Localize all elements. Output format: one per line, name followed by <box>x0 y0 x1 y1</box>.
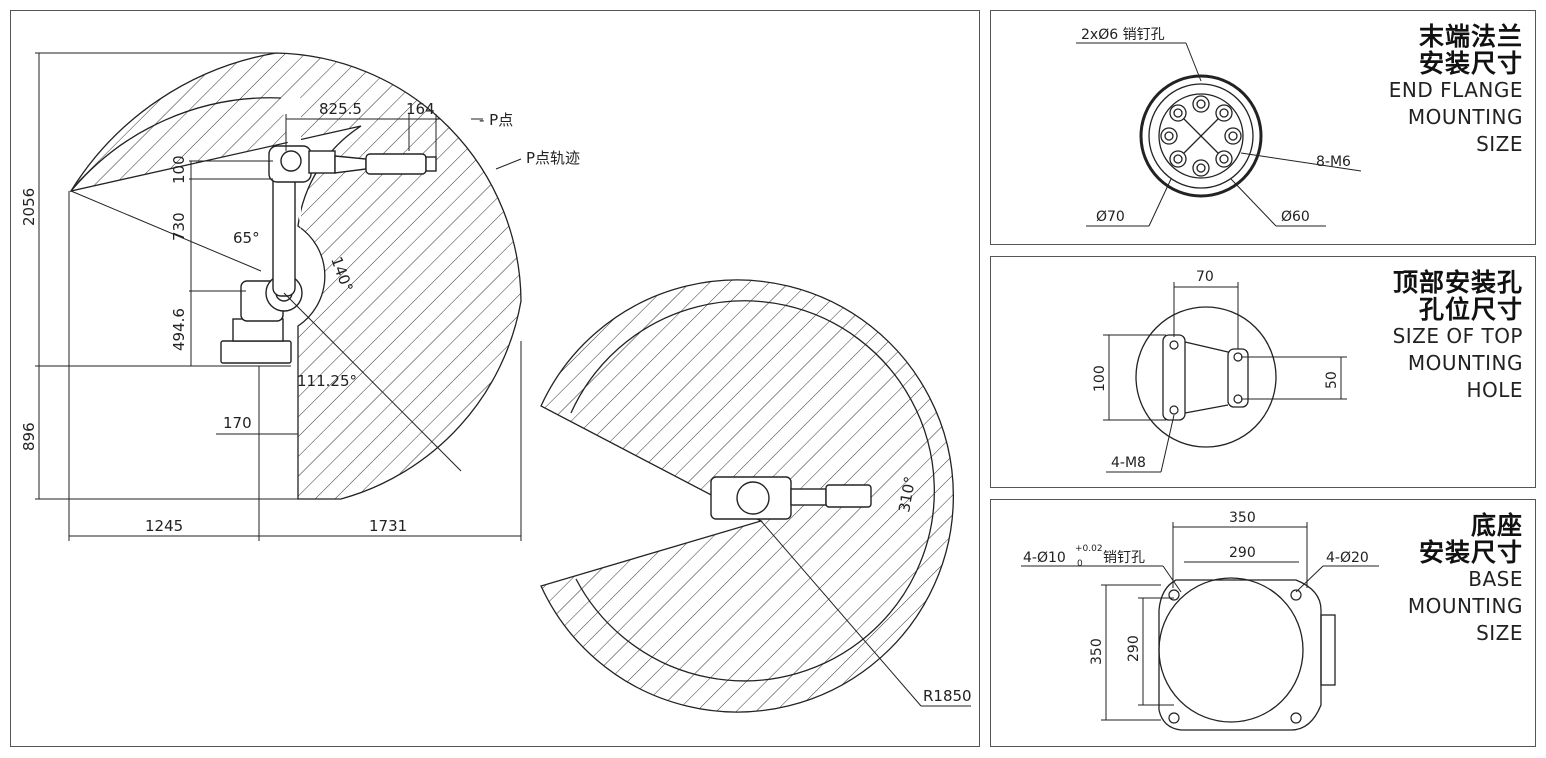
pin-hole-suffix: 销钉孔 <box>1103 550 1145 566</box>
dim-730: 730 <box>170 212 188 241</box>
dim-896: 896 <box>20 422 38 451</box>
radius-1850: R1850 <box>923 687 971 705</box>
angle-65: 65° <box>233 229 260 247</box>
dim-50-top: 50 <box>1324 371 1340 389</box>
base-drawing: 350 290 350 290 4-Ø10 +0.02 0 销钉孔 4-Ø20 <box>1021 510 1379 731</box>
base-title-en-3: SIZE <box>1476 621 1523 645</box>
dim-494: 494.6 <box>170 308 188 351</box>
base-panel: 350 290 350 290 4-Ø10 +0.02 0 销钉孔 4-Ø20 … <box>990 499 1536 747</box>
flange-drawing: 2xØ6 销钉孔 8-M6 Ø70 Ø60 <box>1076 27 1362 227</box>
side-dimension-lines <box>35 52 522 541</box>
top-mount-drawing: 70 100 50 4-M8 <box>1092 269 1347 473</box>
m6-label: 8-M6 <box>1316 154 1351 170</box>
top-mount-panel: 70 100 50 4-M8 顶部安装孔 孔位尺寸 SIZE OF TOP MO… <box>990 256 1536 488</box>
p-path-label: P点轨迹 <box>526 149 580 167</box>
base-title-zh-1: 底座 <box>1470 511 1523 540</box>
dim-350-h: 350 <box>1229 510 1256 526</box>
pin-hole-label: 2xØ6 销钉孔 <box>1081 27 1165 43</box>
top-title-en-1: SIZE OF TOP <box>1392 324 1523 348</box>
pin-hole-prefix: 4-Ø10 <box>1023 550 1066 566</box>
base-title-zh-2: 安装尺寸 <box>1418 538 1523 567</box>
hole20-label: 4-Ø20 <box>1326 550 1369 566</box>
dim-70-top: 70 <box>1196 269 1214 285</box>
dim-350-v: 350 <box>1089 638 1105 665</box>
d60-label: Ø60 <box>1281 209 1310 225</box>
angle-111: 111.25° <box>297 372 357 390</box>
top-inner-arc <box>570 300 935 682</box>
dim-1245: 1245 <box>145 517 183 535</box>
workspace-drawing: 825.5 164 100 730 494.6 2056 896 170 124… <box>20 52 971 713</box>
flange-holes <box>1160 95 1242 177</box>
pin-hole-sup: +0.02 <box>1075 544 1103 554</box>
flange-title-en-2: MOUNTING <box>1407 105 1523 129</box>
m8-label: 4-M8 <box>1111 455 1146 471</box>
dim-100-top: 100 <box>1092 365 1108 392</box>
flange-title-en-1: END FLANGE <box>1388 78 1523 102</box>
base-title: 底座 安装尺寸 BASE MOUNTING SIZE <box>1408 512 1523 647</box>
workspace-panel: 825.5 164 100 730 494.6 2056 896 170 124… <box>10 10 980 747</box>
top-mount-title: 顶部安装孔 孔位尺寸 SIZE OF TOP MOUNTING HOLE <box>1393 269 1523 404</box>
dim-2056: 2056 <box>20 188 38 226</box>
top-title-zh-1: 顶部安装孔 <box>1392 268 1523 297</box>
dim-290-h: 290 <box>1229 545 1256 561</box>
flange-panel: 2xØ6 销钉孔 8-M6 Ø70 Ø60 末端法兰 安装尺寸 END FLAN… <box>990 10 1536 245</box>
top-title-zh-2: 孔位尺寸 <box>1418 295 1523 324</box>
dim-290-v: 290 <box>1126 635 1142 662</box>
flange-title-zh-2: 安装尺寸 <box>1418 49 1523 78</box>
flange-title-en-3: SIZE <box>1476 132 1523 156</box>
flange-title-zh-1: 末端法兰 <box>1418 22 1523 51</box>
top-title-en-3: HOLE <box>1466 378 1523 402</box>
dim-164: 164 <box>406 100 435 118</box>
base-title-en-2: MOUNTING <box>1407 594 1523 618</box>
robot-top-view <box>710 476 872 520</box>
dim-170: 170 <box>223 414 252 432</box>
top-title-en-2: MOUNTING <box>1407 351 1523 375</box>
flange-title: 末端法兰 安装尺寸 END FLANGE MOUNTING SIZE <box>1389 23 1523 158</box>
dim-100: 100 <box>170 155 188 184</box>
dim-1731: 1731 <box>369 517 407 535</box>
inner-arc <box>70 97 282 192</box>
dim-825: 825.5 <box>319 100 362 118</box>
base-title-en-1: BASE <box>1468 567 1523 591</box>
d70-label: Ø70 <box>1096 209 1125 225</box>
pin-hole-sub: 0 <box>1077 559 1083 569</box>
p-point-label: - P点 <box>479 111 513 129</box>
